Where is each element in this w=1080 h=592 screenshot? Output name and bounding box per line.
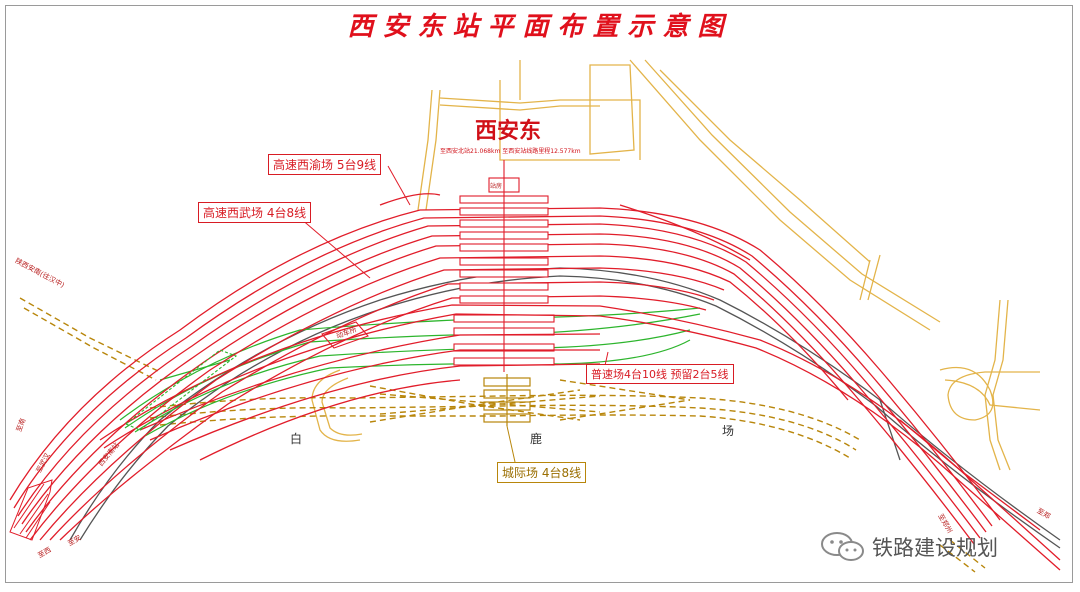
intercity-leader (506, 425, 516, 463)
station-distance-left: 至西安北站21.068km (440, 148, 501, 155)
depot-block (321, 321, 369, 349)
road-interchange (939, 366, 1040, 421)
road-vertical-left-2 (425, 89, 441, 211)
station-distance-note: 至西安北站21.068km 至西安站线路里程12.577km (440, 146, 600, 155)
place-chang: 场 (722, 424, 735, 438)
place-lu: 鹿 (530, 432, 543, 446)
station-name: 西安东 (475, 118, 542, 144)
road-block-4 (600, 99, 641, 160)
label-station-building: 站房 (490, 183, 503, 190)
road-curve-bottom (311, 369, 361, 442)
label-regular-yard: 普速场4台10线 预留2台5线 (586, 364, 734, 384)
watermark: 铁路建设规划 (820, 531, 998, 563)
bottom-left-hatch (9, 479, 53, 541)
road-curve-right-2 (992, 299, 1011, 471)
diagram-title: 西安东站平面布置示意图 (347, 12, 733, 42)
regular-left-area (124, 349, 238, 431)
intercity-platforms (483, 374, 531, 426)
road-interchange-2 (944, 379, 1041, 411)
road-block-2 (499, 80, 620, 161)
road-block-1 (589, 64, 635, 155)
station-building (488, 160, 520, 372)
diagram-frame (5, 5, 1073, 583)
road-network (311, 59, 1041, 471)
road-top-2 (439, 104, 600, 111)
watermark-text: 铁路建设规划 (872, 536, 998, 560)
road-right-2 (867, 254, 881, 301)
road-vertical-left (417, 89, 433, 211)
road-curve-right (984, 299, 1001, 471)
wechat-icon (821, 532, 864, 561)
high-speed-tracks (9, 193, 1061, 571)
road-diag-2 (644, 59, 941, 323)
road-top-1 (439, 97, 600, 104)
road-right-1 (859, 259, 871, 301)
label-xiyu-yard: 高速西渝场 5台9线 (268, 154, 382, 175)
station-distance-right: 至西安站线路里程12.577km (502, 148, 581, 155)
regular-tracks (119, 307, 701, 437)
road-curve-bottom-2 (321, 377, 363, 436)
place-bai: 白 (290, 432, 303, 446)
road-diag-1 (629, 59, 931, 331)
label-xiwu-yard: 高速西武场 4台8线 (198, 202, 312, 223)
road-diag-3 (659, 69, 871, 263)
label-intercity-yard: 城际场 4台8线 (497, 462, 587, 483)
